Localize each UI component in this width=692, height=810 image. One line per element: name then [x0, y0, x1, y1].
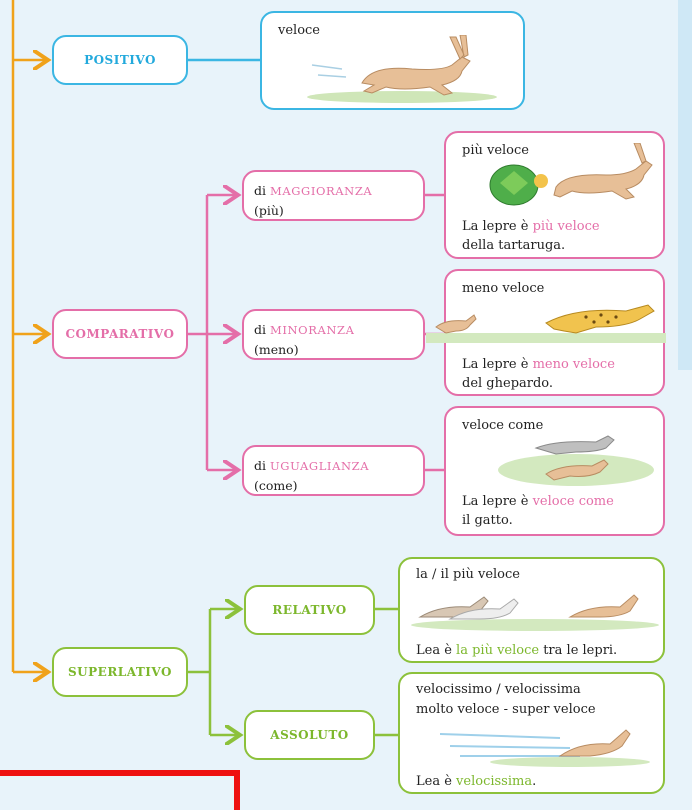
fast-hare-illustration [440, 729, 650, 767]
positivo-example: veloce [278, 23, 320, 38]
minoranza-label: MINORANZA [269, 323, 355, 337]
maggioranza-prefix: di [254, 183, 266, 198]
superlativo-label: SUPERLATIVO [68, 665, 172, 679]
maggioranza-example-box: più veloce La lepre è più veloce della t… [444, 131, 665, 259]
maggioranza-box: di MAGGIORANZA (più) [242, 170, 425, 221]
uguaglianza-box: di UGUAGLIANZA (come) [242, 445, 425, 496]
maggioranza-paren: (più) [254, 203, 284, 218]
minoranza-s3: del ghepardo. [462, 376, 554, 391]
minoranza-paren: (meno) [254, 342, 299, 357]
assoluto-sentence: Lea è velocissima. [416, 772, 536, 791]
assoluto-label: ASSOLUTO [270, 728, 349, 742]
uguaglianza-prefix: di [254, 458, 266, 473]
turtle-and-hare-illustration [489, 143, 653, 206]
minoranza-example-box: meno veloce La lepre è meno veloce del g… [426, 269, 666, 396]
relativo-s1: Lea è [416, 643, 457, 658]
comparativo-box: COMPARATIVO [52, 309, 188, 359]
minoranza-sentence: La lepre è meno veloce del ghepardo. [462, 355, 615, 393]
hares-race-illustration [411, 594, 659, 631]
cat-and-hare-illustration [498, 435, 654, 486]
uguaglianza-title: veloce come [462, 418, 544, 433]
uguaglianza-paren: (come) [254, 478, 298, 493]
minoranza-s1: La lepre è [462, 357, 533, 372]
right-edge-stripe [678, 0, 692, 370]
maggioranza-label: MAGGIORANZA [269, 184, 373, 198]
maggioranza-s3: della tartaruga. [462, 238, 566, 253]
uguaglianza-sentence: La lepre è veloce come il gatto. [462, 492, 614, 530]
positivo-example-box: veloce [260, 11, 525, 110]
uguaglianza-s2: veloce come [532, 494, 614, 509]
positivo-label: POSITIVO [84, 53, 156, 67]
relativo-s3: tra le lepri. [539, 643, 618, 658]
assoluto-s1: Lea è [416, 774, 457, 789]
cheetah-and-hare-illustration [426, 304, 666, 343]
uguaglianza-s3: il gatto. [462, 513, 513, 528]
uguaglianza-s1: La lepre è [462, 494, 533, 509]
superlativo-box: SUPERLATIVO [52, 647, 188, 697]
minoranza-title: meno veloce [462, 281, 545, 296]
maggioranza-s2: più veloce [532, 219, 600, 234]
minoranza-s2: meno veloce [532, 357, 615, 372]
comparativo-label: COMPARATIVO [65, 327, 175, 341]
assoluto-title-1: velocissimo / velocissima [416, 682, 581, 697]
assoluto-box: ASSOLUTO [244, 710, 375, 760]
running-hare-illustration [307, 35, 497, 103]
minoranza-prefix: di [254, 322, 266, 337]
relativo-example-box: la / il più veloce Lea è la più veloce t… [398, 557, 665, 663]
uguaglianza-label: UGUAGLIANZA [269, 459, 370, 473]
relativo-box: RELATIVO [244, 585, 375, 635]
red-highlight-frame [0, 770, 240, 810]
relativo-title: la / il più veloce [416, 567, 520, 582]
positivo-box: POSITIVO [52, 35, 188, 85]
maggioranza-title: più veloce [462, 143, 529, 158]
relativo-sentence: Lea è la più veloce tra le lepri. [416, 641, 617, 660]
relativo-label: RELATIVO [272, 603, 347, 617]
assoluto-s3: . [532, 774, 537, 789]
relativo-s2: la più veloce [456, 643, 540, 658]
minoranza-box: di MINORANZA (meno) [242, 309, 425, 360]
assoluto-title-2: molto veloce - super veloce [416, 702, 596, 717]
maggioranza-s1: La lepre è [462, 219, 533, 234]
maggioranza-sentence: La lepre è più veloce della tartaruga. [462, 217, 600, 255]
assoluto-example-box: velocissimo / velocissima molto veloce -… [398, 672, 665, 794]
assoluto-s2: velocissima [456, 774, 533, 789]
uguaglianza-example-box: veloce come La lepre è veloce come il ga… [444, 406, 665, 536]
